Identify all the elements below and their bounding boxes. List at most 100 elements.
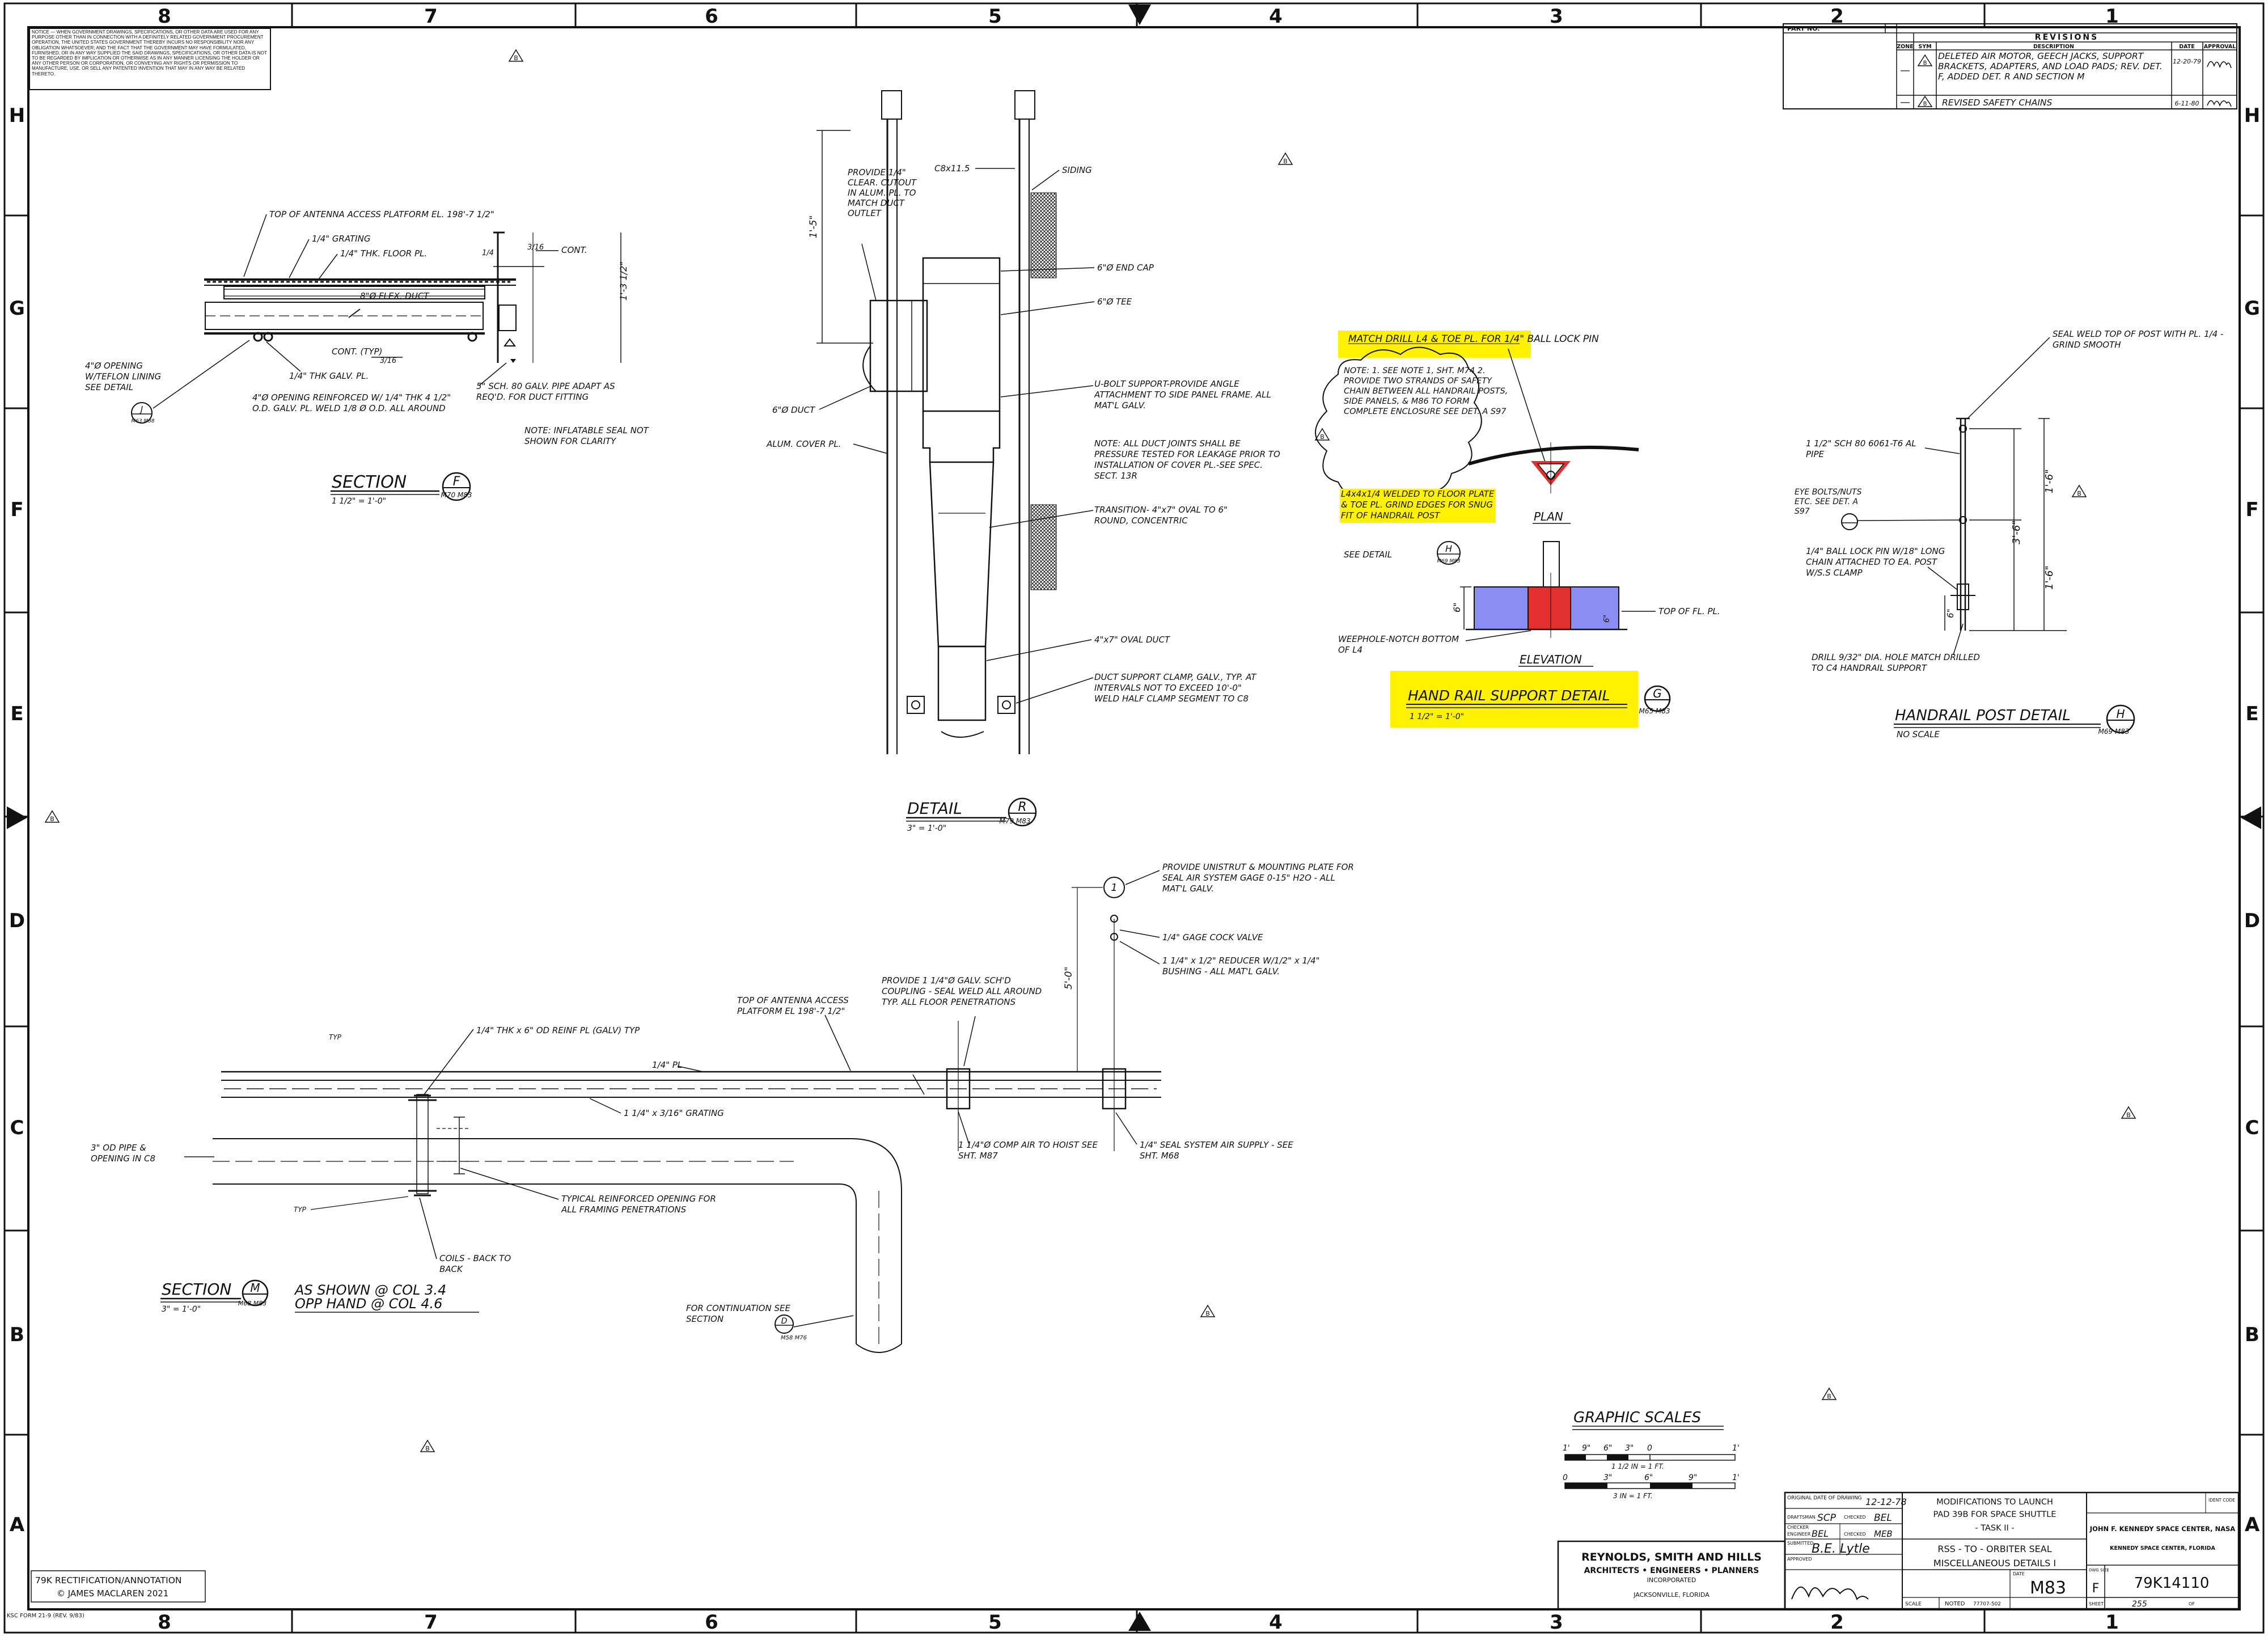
row-label: H <box>9 104 25 127</box>
section-f-note: 5" SCH. 80 GALV. PIPE ADAPT AS REQ'D. FO… <box>476 381 615 402</box>
revision-flag-icon <box>508 49 524 62</box>
section-f-note: 4"Ø OPENING REINFORCED W/ 1/4" THK 4 1/2… <box>252 392 451 413</box>
row-label: D <box>9 910 25 932</box>
section-m: 1 PROVIDE UNISTRUT & MOUNTING PLATE FOR … <box>91 862 1354 1353</box>
revision-flag-text: B <box>514 54 518 62</box>
rev-row-description: REVISED SAFETY CHAINS <box>1942 98 2052 108</box>
detail-g-see-detail: SEE DETAIL <box>1344 549 1392 560</box>
dwg-number: 79K14110 <box>2134 1575 2210 1592</box>
section-f-title-bubble <box>442 472 471 501</box>
title-line-1: MODIFICATIONS TO LAUNCH <box>1936 1498 2053 1507</box>
detail-g-ref: M65 M83 <box>1639 707 1670 715</box>
detail-g-title-bubble <box>1644 685 1671 712</box>
notice-text-wrap: NOTICE — WHEN GOVERNMENT DRAWINGS, SPECI… <box>32 29 267 77</box>
revision-flag-icon <box>1200 1304 1216 1317</box>
row-label: F <box>2245 498 2258 521</box>
engineer-label: ENGINEER <box>1787 1532 1811 1537</box>
detail-h-title: HANDRAIL POST DETAIL <box>1895 707 2071 724</box>
section-f-note: 1/4" THK. FLOOR PL. <box>340 248 427 259</box>
col-label: 4 <box>1269 5 1283 28</box>
firm-name: REYNOLDS, SMITH AND HILLS <box>1581 1551 1762 1563</box>
scale1-tick: 1' <box>1732 1444 1740 1453</box>
section-m-continuation-wrap: FOR CONTINUATION SEE SECTION <box>686 1303 790 1324</box>
col-label: 7 <box>424 1611 438 1634</box>
section-f-letter: F <box>453 475 460 489</box>
drawing-code: 77707-502 <box>1973 1601 2001 1607</box>
title-line-3: - TASK II - <box>1975 1524 2014 1533</box>
rev-row-date: 6-11-80 <box>2175 100 2199 107</box>
title-block: REYNOLDS, SMITH AND HILLS ARCHITECTS • E… <box>1557 1491 2240 1610</box>
row-label: D <box>2244 910 2260 932</box>
detail-r-note: C8x11.5 <box>934 163 970 174</box>
center-arrow-right-icon <box>2241 806 2261 829</box>
rev-row-description: DELETED AIR MOTOR, GEECH JACKS, SUPPORT … <box>1938 51 2163 82</box>
firm-city: JACKSONVILLE, FLORIDA <box>1633 1591 1710 1599</box>
col-label: 2 <box>1830 5 1844 28</box>
checked-label: CHECKED <box>1844 1515 1866 1520</box>
section-m-seal-supply-wrap: 1/4" SEAL SYSTEM AIR SUPPLY - SEE SHT. M… <box>1140 1140 1293 1161</box>
detail-g-dim: 6" <box>1452 602 1462 612</box>
col-label: 7 <box>424 5 438 28</box>
revision-flags: B B B B B B B B B <box>44 49 2136 1452</box>
detail-h-pin-note-wrap: 1/4" BALL LOCK PIN W/18" LONG CHAIN ATTA… <box>1806 546 1945 578</box>
section-m-location-1: AS SHOWN @ COL 3.4 <box>294 1282 446 1298</box>
row-label: E <box>2245 703 2258 725</box>
draftsman: SCP <box>1817 1512 1837 1524</box>
section-m-note: TYP <box>329 1033 342 1041</box>
revision-flag-icon <box>1821 1387 1837 1400</box>
row-label: C <box>2245 1117 2259 1139</box>
col-label: 1 <box>2105 5 2119 28</box>
col-label: 8 <box>158 5 171 28</box>
rectification-line-2: © JAMES MACLAREN 2021 <box>57 1588 168 1599</box>
scale-value: NOTED <box>1945 1601 1965 1607</box>
center-arrow-top-icon <box>1128 5 1151 25</box>
revision-flag-text: B <box>50 815 54 823</box>
detail-g-dim: 6" <box>1603 615 1611 623</box>
revision-flag-icon <box>1314 428 1330 441</box>
section-m-reinf-pl-wrap: 1/4" THK x 6" OD REINF PL (GALV) TYP <box>476 1025 640 1035</box>
section-m-unistrut-wrap: PROVIDE UNISTRUT & MOUNTING PLATE FOR SE… <box>1162 862 1354 894</box>
detail-r-note: 6"Ø END CAP <box>1097 263 1154 273</box>
detail-g-see-letter: H <box>1445 543 1452 554</box>
section-f-opening-note-wrap: 4"Ø OPENING REINFORCED W/ 1/4" THK 4 1/2… <box>252 392 451 413</box>
notice-box <box>29 28 271 90</box>
detail-r-note: ALUM. COVER PL. <box>766 439 841 449</box>
scale1-tick: 0 <box>1647 1444 1652 1453</box>
detail-h-note: 1 1/2" SCH 80 6061-T6 AL PIPE <box>1806 438 1916 459</box>
detail-r-note: 6"Ø TEE <box>1097 297 1132 307</box>
scale2-tick: 6" <box>1644 1473 1653 1482</box>
section-f-bubble <box>131 402 153 424</box>
detail-g-see-ref: M69 M83 <box>1437 559 1461 564</box>
detail-g-letter: G <box>1653 687 1662 700</box>
section-m-cont-ref: M58 M76 <box>781 1335 807 1341</box>
section-f-note: 4"Ø OPENING W/TEFLON LINING SEE DETAIL <box>85 361 162 392</box>
col-label: 3 <box>1550 1611 1563 1634</box>
handrail-post-stub <box>1543 541 1560 587</box>
detail-g-elevation-label: ELEVATION <box>1520 653 1582 666</box>
detail-h-drill-note-wrap: DRILL 9/32" DIA. HOLE MATCH DRILLED TO C… <box>1812 652 1980 673</box>
section-f-scale: 1 1/2" = 1'-0" <box>332 497 386 506</box>
detail-g-top-of-pl: TOP OF FL. PL. <box>1658 606 1720 616</box>
column-labels: 8 7 6 5 4 3 2 1 8 7 6 5 4 3 2 1 <box>158 5 2119 1634</box>
col-label: 5 <box>988 1611 1002 1634</box>
section-f-note: 1/4 <box>482 249 494 257</box>
section-f-note: 8"Ø FLEX. DUCT <box>360 291 430 301</box>
submitted-by: B.E. Lytle <box>1812 1542 1870 1556</box>
firm-disciplines: ARCHITECTS • ENGINEERS • PLANNERS <box>1584 1566 1759 1575</box>
detail-r-drawing <box>816 90 1057 754</box>
scale2-tick: 0 <box>1563 1473 1568 1482</box>
revision-flag-icon <box>1277 152 1293 165</box>
detail-r-note: U-BOLT SUPPORT-PROVIDE ANGLE ATTACHMENT … <box>1094 379 1271 411</box>
detail-g: MATCH DRILL L4 & TOE PL. FOR 1/4" BALL L… <box>1315 331 1720 728</box>
ksc-name: JOHN F. KENNEDY SPACE CENTER, NASA <box>2089 1525 2235 1533</box>
section-m-reinforced-opening-wrap: TYPICAL REINFORCED OPENING FOR ALL FRAMI… <box>561 1194 716 1215</box>
rev-row-date: 12-20-79 <box>2173 58 2201 65</box>
detail-r-note: DUCT SUPPORT CLAMP, GALV., TYP. AT INTER… <box>1094 672 1256 704</box>
detail-g-weephole: WEEPHOLE-NOTCH BOTTOM OF L4 <box>1338 634 1459 655</box>
section-m-coupling-wrap: PROVIDE 1 1/4"Ø GALV. SCH'D COUPLING - S… <box>882 975 1042 1007</box>
revision-flag-icon <box>1917 95 1933 107</box>
title-line-5: MISCELLANEOUS DETAILS I <box>1933 1558 2056 1569</box>
section-f-note: 1/4" THK GALV. PL. <box>289 371 369 381</box>
detail-g-weephole-wrap: WEEPHOLE-NOTCH BOTTOM OF L4 <box>1338 634 1459 655</box>
dwg-size-label: DWG SIZE <box>2089 1568 2109 1572</box>
